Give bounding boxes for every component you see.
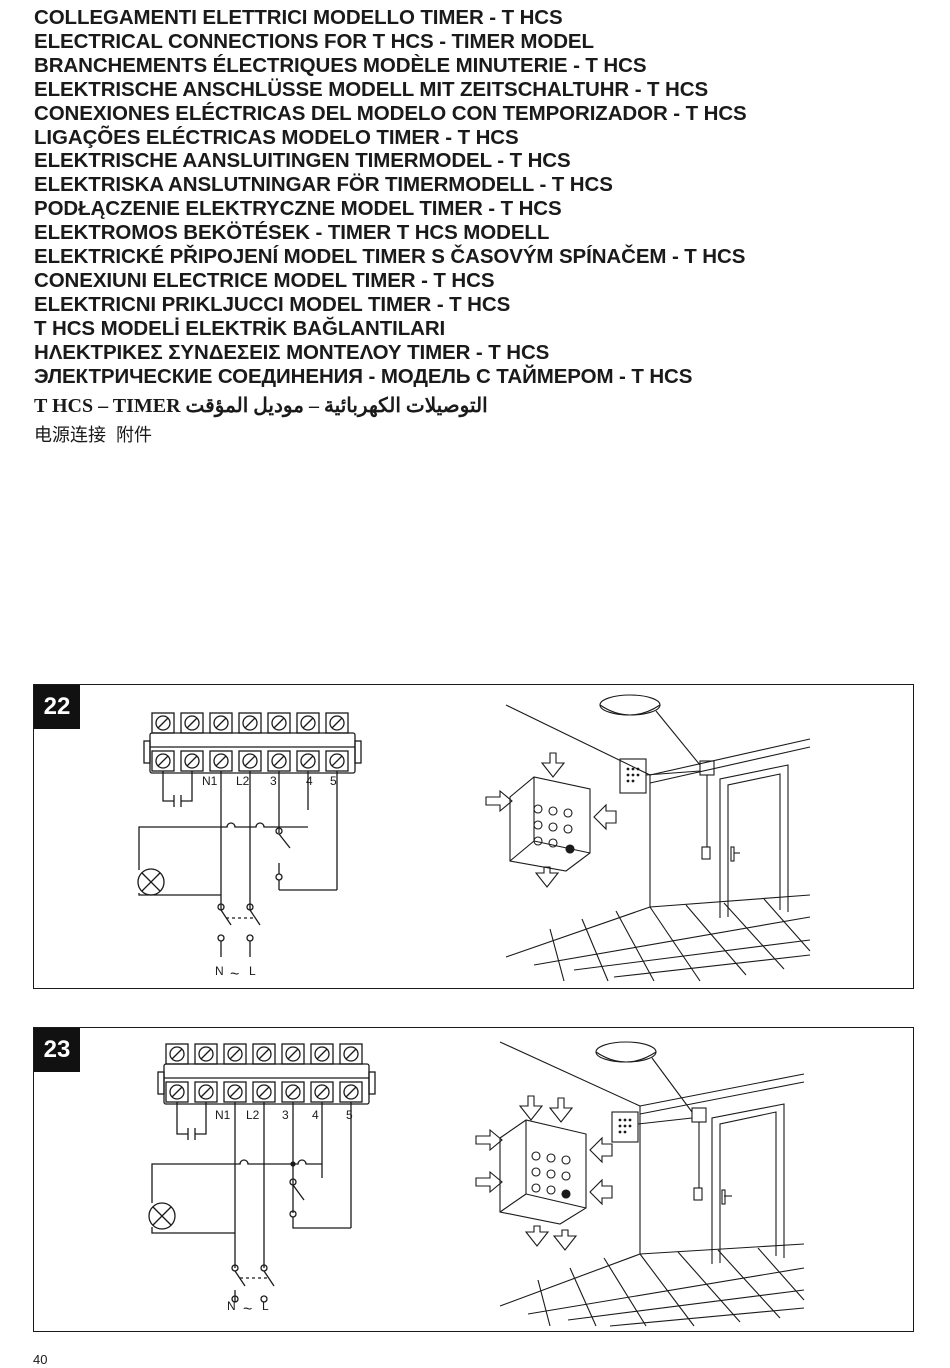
terminal-labels: N1 L2 3 4 5 (202, 774, 337, 788)
supply-label-tilde: ~ (230, 966, 239, 983)
timer-bridge (176, 1102, 207, 1135)
supply-label-n: N (227, 1299, 236, 1313)
chinese-heading-part-1: 电源连接 (34, 424, 106, 446)
heading-spanish: CONEXIONES ELÉCTRICAS DEL MODELO CON TEM… (34, 101, 747, 125)
supply-label-l: L (249, 964, 256, 978)
terminal-block (157, 1043, 376, 1105)
heading-swedish: ELEKTRISKA ANSLUTNINGAR FÖR TIMERMODELL … (34, 173, 613, 197)
terminal-labels: N1 L2 3 4 5 (215, 1108, 353, 1122)
heading-polish: PODŁĄCZENIE ELEKTRYCZNE MODEL TIMER - T … (34, 197, 562, 221)
heading-arabic: T HCS – TIMER التوصيلات الكهربائية – مود… (34, 394, 488, 417)
airflow-arrows (475, 1095, 613, 1251)
timer-bridge (162, 771, 193, 802)
lamp-symbol (148, 1202, 176, 1230)
chinese-heading-part-2: 附件 (116, 424, 152, 446)
terminal-label-5: 5 (346, 1108, 353, 1122)
airflow-arrows (485, 752, 617, 888)
room-illustration (475, 1041, 805, 1327)
heading-french: BRANCHEMENTS ÉLECTRIQUES MODÈLE MINUTERI… (34, 53, 647, 77)
terminal-screws-bottom (151, 750, 349, 772)
terminal-screws-top (151, 712, 349, 734)
figure-number: 22 (34, 685, 80, 729)
room-illustration (485, 694, 811, 982)
heading-chinese: 电源连接附件 (34, 421, 934, 451)
wiring-diagram-22: N1 L2 3 4 5 (137, 694, 811, 983)
ceiling-light-icon (595, 1041, 657, 1063)
fan-unit-icon (509, 776, 591, 872)
heading-romanian: CONEXIUNI ELECTRICE MODEL TIMER - T HCS (34, 268, 495, 292)
floor-tiles (505, 898, 811, 982)
heading-dutch: ELEKTRISCHE AANSLUITINGEN TIMERMODEL - T… (34, 149, 571, 173)
wall-switch-icon (693, 1187, 703, 1201)
terminal-label-4: 4 (312, 1108, 319, 1122)
figure-22: 22 (33, 684, 914, 989)
lamp-symbol (137, 868, 165, 896)
figure-number: 23 (34, 1028, 80, 1072)
wall-switch-icon (701, 846, 711, 860)
figure-23: 23 (33, 1027, 914, 1332)
heading-greek: ΗΛΕΚΤΡΙΚΕΣ ΣΥΝΔΕΣΕΙΣ ΜΟΝΤΕΛΟΥ TIMER - T … (34, 340, 550, 364)
terminal-label-n1: N1 (202, 774, 218, 788)
heading-german: ELEKTRISCHE ANSCHLÜSSE MODELL MIT ZEITSC… (34, 77, 709, 101)
supply-labels: N ~ L (227, 1299, 269, 1318)
wall-timer-icon (611, 1111, 639, 1143)
supply-labels: N ~ L (215, 964, 256, 983)
terminal-screws-top (165, 1043, 363, 1065)
terminal-label-5: 5 (330, 774, 337, 788)
heading-czech: ELEKTRICKÉ PŘIPOJENÍ MODEL TIMER S ČASOV… (34, 245, 746, 269)
wires (138, 771, 338, 957)
floor-tiles (499, 1247, 805, 1327)
terminal-label-n1: N1 (215, 1108, 231, 1122)
terminal-label-3: 3 (270, 774, 277, 788)
wires (151, 1102, 352, 1303)
supply-label-tilde: ~ (243, 1301, 252, 1318)
supply-label-n: N (215, 964, 224, 978)
supply-label-l: L (262, 1299, 269, 1313)
heading-turkish: T HCS MODELİ ELEKTRİK BAĞLANTILARI (34, 316, 446, 340)
heading-croatian: ELEKTRICNI PRIKLJUCCI MODEL TIMER - T HC… (34, 292, 511, 316)
terminal-label-3: 3 (282, 1108, 289, 1122)
wall-timer-icon (619, 758, 647, 794)
heading-portuguese: LIGAÇÕES ELÉCTRICAS MODELO TIMER - T HCS (34, 125, 519, 149)
page-number: 40 (33, 1352, 48, 1367)
page-headings: COLLEGAMENTI ELETTRICI MODELLO TIMER - T… (34, 6, 934, 451)
ceiling-light-icon (599, 694, 661, 716)
terminal-block (143, 712, 362, 774)
heading-hungarian: ELEKTROMOS BEKÖTÉSEK - TIMER T HCS MODEL… (34, 221, 550, 245)
heading-italian: COLLEGAMENTI ELETTRICI MODELLO TIMER - T… (34, 6, 563, 29)
terminal-label-l2: L2 (236, 774, 250, 788)
wiring-diagram-23: N1 L2 3 4 5 (148, 1041, 805, 1327)
junction-box-icon (691, 1107, 707, 1123)
terminal-screws-bottom (165, 1081, 363, 1103)
heading-english: ELECTRICAL CONNECTIONS FOR T HCS - TIMER… (34, 29, 594, 53)
terminal-label-4: 4 (306, 774, 313, 788)
fan-unit-icon (499, 1119, 587, 1225)
terminal-label-l2: L2 (246, 1108, 260, 1122)
heading-russian: ЭЛЕКТРИЧЕСКИЕ СОЕДИНЕНИЯ - МОДЕЛЬ С ТАЙМ… (34, 364, 693, 388)
